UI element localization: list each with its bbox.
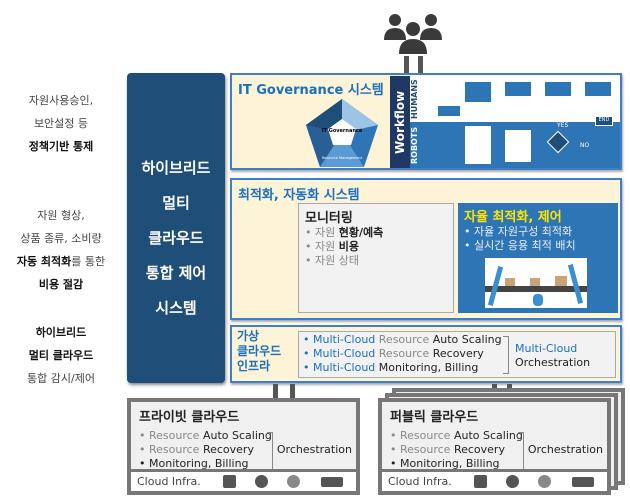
mon-item: 자원 (315, 240, 339, 253)
network-icon (572, 477, 594, 487)
vorch-mc: Multi-Cloud (515, 342, 578, 355)
monitoring-title: 모니터링 (305, 211, 353, 226)
monitoring-box: 모니터링 • 자원 현황/예측 • 자원 비용 • 자원 상태 (298, 203, 454, 313)
mon-item-bold: 비용 (338, 240, 359, 253)
main-line: 멀티 (162, 194, 190, 212)
it-governance-panel: IT Governance 시스템 IT Governance Resource… (230, 73, 622, 170)
vitem-res: Resource (375, 333, 433, 346)
vitem-res: Resource (375, 347, 433, 360)
search-icon (538, 475, 551, 488)
citem-fn: Auto Scaling (453, 429, 523, 442)
workflow-diagram: Workflow HUMANS ROBOTS YES NO END (390, 76, 620, 168)
robot-arm-image (485, 258, 587, 308)
main-line: 통합 제어 (145, 264, 207, 282)
citem-fn: Recovery (202, 443, 254, 456)
vitem-fn: Recovery (432, 347, 484, 360)
citem-res: Resource (149, 443, 203, 456)
label-line: 상품 종류, 소비량 (20, 232, 102, 245)
end-node: END (595, 116, 613, 126)
citem-res: Resource (400, 443, 454, 456)
cloud-orch: Orchestration (276, 443, 352, 456)
label-bold: 자동 최적화 (16, 255, 72, 268)
decision-yes: YES (557, 122, 569, 129)
network-icon (321, 477, 343, 487)
citem-fn: Recovery (453, 443, 505, 456)
public-cloud: 퍼블릭 클라우드 • Resource Auto Scaling • Resou… (378, 398, 611, 495)
label-line: 자원 형상, (37, 209, 85, 222)
monitor-icon (474, 475, 487, 488)
users-icon (383, 12, 443, 56)
auto-item: 실시간 응용 최적 배치 (474, 239, 576, 252)
pentagon-segment-text: Resource Management (322, 156, 363, 160)
main-line: 시스템 (155, 299, 197, 317)
virtual-title-line: 가상 (237, 329, 260, 343)
label-line: 자원사용승인, (28, 94, 94, 107)
mon-item-bold: 현황/예측 (338, 226, 384, 239)
citem-fn: Auto Scaling (202, 429, 272, 442)
pentagon-center-text: IT Governance (322, 128, 363, 134)
private-cloud: 프라이빗 클라우드 • Resource Auto Scaling • Reso… (127, 398, 360, 495)
main-line: 하이브리드 (141, 159, 211, 177)
panel-title: 최적화, 자동화 시스템 (238, 188, 360, 203)
main-system-box: 하이브리드 멀티 클라우드 통합 제어 시스템 (127, 73, 225, 383)
citem-fn: Monitoring, Billing (149, 457, 249, 470)
arrow-up-icon (273, 384, 278, 398)
governance-pentagon: IT Governance Resource Management (306, 99, 378, 167)
arrow-down-icon (418, 56, 423, 73)
citem-res: Resource (400, 429, 454, 442)
cube-icon (506, 475, 519, 488)
vitem-mc: Multi-Cloud (313, 361, 376, 374)
cloud-title: 프라이빗 클라우드 (139, 410, 240, 425)
mon-item: 자원 상태 (315, 254, 359, 267)
vorch: Orchestration (515, 356, 591, 369)
main-line: 클라우드 (148, 229, 204, 247)
arrow-down-icon (290, 384, 295, 398)
auto-item: 자율 자원구성 최적화 (474, 225, 573, 238)
monitor-icon (223, 475, 236, 488)
vitem-mc: Multi-Cloud (313, 347, 376, 360)
vitem-fn: Auto Scaling (432, 333, 502, 346)
panel-title: IT Governance 시스템 (238, 83, 384, 98)
label-bold: 하이브리드 (35, 326, 87, 339)
virtual-cloud-panel: 가상 클라우드 인프라 • Multi-Cloud Resource Auto … (230, 325, 622, 383)
cube-icon (255, 475, 268, 488)
label-policy: 자원사용승인, 보안설정 등 정책기반 통제 (0, 89, 122, 158)
label-line: 보안설정 등 (33, 117, 89, 130)
virtual-title-line: 클라우드 (237, 344, 282, 358)
lane-humans: HUMANS (410, 76, 424, 122)
optimization-panel: 최적화, 자동화 시스템 모니터링 • 자원 현황/예측 • 자원 비용 • 자… (230, 178, 622, 320)
label-bold: 비용 절감 (38, 278, 84, 291)
label-cost: 자원 형상, 상품 종류, 소비량 자동 최적화를 통한 비용 절감 (0, 204, 122, 296)
cloud-title: 퍼블릭 클라우드 (390, 410, 479, 425)
label-monitor: 하이브리드 멀티 클라우드 통합 감시/제어 (0, 321, 122, 390)
label-line: 통합 감시/제어 (27, 372, 95, 385)
virtual-title: 가상 클라우드 인프라 (237, 329, 281, 374)
mon-item: 자원 (315, 226, 339, 239)
label-bold: 멀티 클라우드 (28, 349, 94, 362)
label-line: 를 통한 (71, 255, 106, 268)
citem-fn: Monitoring, Billing (400, 457, 500, 470)
citem-res: Resource (149, 429, 203, 442)
virtual-title-line: 인프라 (237, 359, 271, 373)
cloud-infra: Cloud Infra. (137, 475, 201, 488)
lane-robots: ROBOTS (410, 126, 419, 164)
arrow-up-icon (404, 56, 409, 73)
label-bold: 정책기반 통제 (28, 140, 94, 153)
cloud-orch: Orchestration (527, 443, 603, 456)
autonomous-title: 자율 최적화, 제어 (464, 210, 562, 225)
vitem-mc: Multi-Cloud (313, 333, 376, 346)
autonomous-box: 자율 최적화, 제어 • 자율 자원구성 최적화 • 실시간 응용 최적 배치 (458, 203, 618, 313)
vitem-fn: Monitoring, Billing (378, 361, 479, 374)
decision-no: NO (580, 142, 590, 149)
cloud-infra: Cloud Infra. (388, 475, 452, 488)
search-icon (287, 475, 300, 488)
workflow-label: Workflow (390, 76, 410, 168)
